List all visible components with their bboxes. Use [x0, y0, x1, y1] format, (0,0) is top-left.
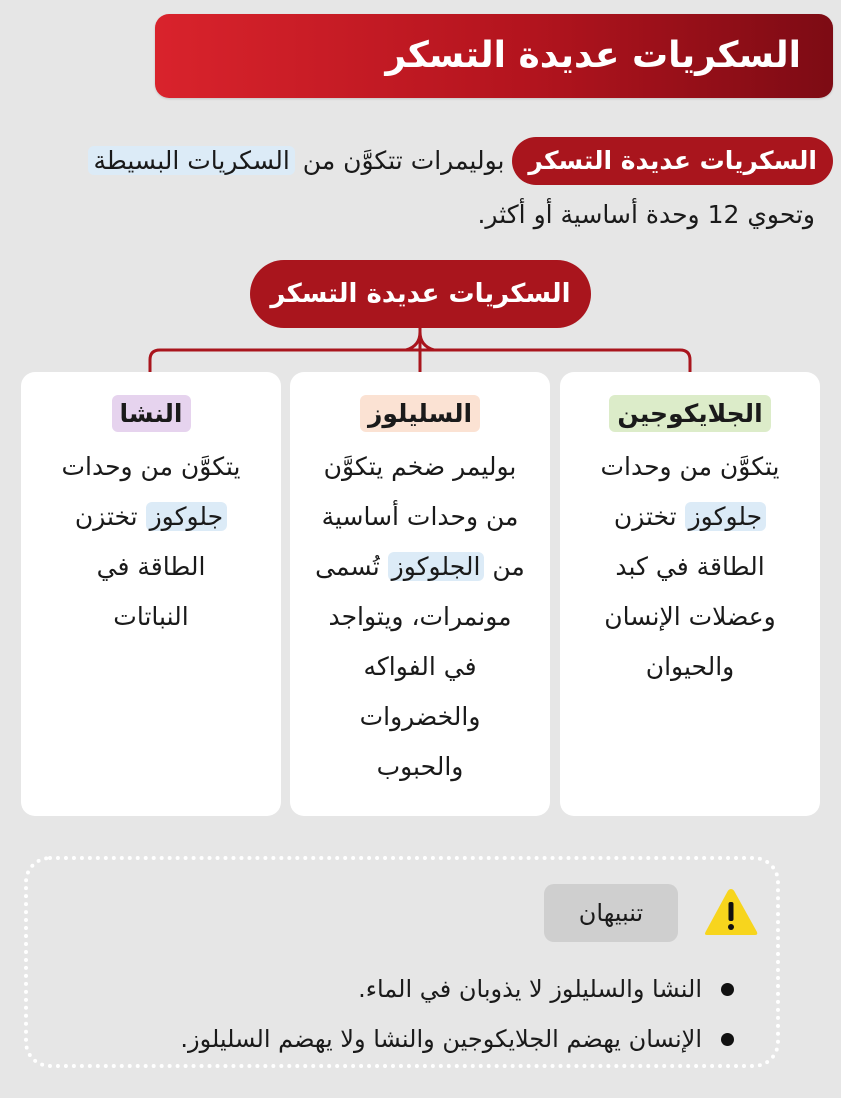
card-cellulose: السليلوز بوليمر ضخم يتكوَّن من وحدات أساسي…	[290, 372, 550, 816]
note-box: تنبيهان النشا والسليلوز لا يذوبان في الم…	[24, 856, 780, 1068]
note-item: الإنسان يهضم الجلايكوجين والنشا ولا يهضم…	[180, 1014, 746, 1064]
card-line: من وحدات أساسية	[321, 502, 519, 531]
warning-triangle-icon	[705, 889, 758, 935]
card-line: وعضلات الإنسان	[604, 602, 776, 631]
card-line: والحبوب	[376, 752, 464, 781]
card-line-text: تُسمى	[315, 552, 388, 581]
card-line: والحيوان	[645, 652, 735, 681]
card-line: في الفواكه	[363, 652, 477, 681]
diagram-connector-lines	[148, 328, 692, 372]
bullet-icon	[721, 1033, 734, 1046]
intro-line-2: وتحوي 12 وحدة أساسية أو أكثر.	[477, 200, 815, 229]
title-banner: السكريات عديدة التسكر	[155, 14, 833, 98]
glucose-highlight: جلوكوز	[145, 502, 228, 531]
card-line-text: تختزن	[74, 502, 146, 531]
glucose-highlight: جلوكوز	[684, 502, 767, 531]
intro-line-1: السكريات عديدة التسكر بوليمرات تتكوَّن م…	[88, 134, 833, 188]
card-line: يتكوَّن من وحدات	[61, 452, 241, 481]
card-line: الطاقة في كبد	[615, 552, 765, 581]
page-title: السكريات عديدة التسكر	[385, 35, 801, 76]
card-line: مونمرات، ويتواجد	[328, 602, 512, 631]
term-pill: السكريات عديدة التسكر	[512, 137, 833, 185]
card-title: النشا	[111, 395, 191, 432]
card-line: الطاقة في	[96, 552, 206, 581]
note-list: النشا والسليلوز لا يذوبان في الماء. الإن…	[180, 964, 746, 1064]
card-body: يتكوَّن من وحدات جلوكوز تختزن الطاقة في الن…	[21, 442, 281, 642]
card-line: والخضروات	[359, 702, 481, 731]
note-item: النشا والسليلوز لا يذوبان في الماء.	[180, 964, 746, 1014]
intro-text: بوليمرات تتكوَّن من	[294, 146, 513, 175]
card-line: يتكوَّن من وحدات	[600, 452, 780, 481]
card-title: الجلايكوجين	[609, 395, 771, 432]
card-line: النباتات	[113, 602, 189, 631]
card-line: جلوكوز تختزن	[31, 492, 271, 542]
card-line: من الجلوكوز تُسمى	[300, 542, 540, 592]
diagram-root-node: السكريات عديدة التسكر	[250, 260, 591, 328]
card-line-text: تختزن	[613, 502, 685, 531]
card-line-text: من	[484, 552, 525, 581]
card-starch: النشا يتكوَّن من وحدات جلوكوز تختزن الطاقة …	[21, 372, 281, 816]
bullet-icon	[721, 983, 734, 996]
card-line: جلوكوز تختزن	[570, 492, 810, 542]
note-item-text: الإنسان يهضم الجلايكوجين والنشا ولا يهضم…	[180, 1025, 702, 1053]
highlight-simple-sugars: السكريات البسيطة	[88, 146, 295, 175]
card-body: يتكوَّن من وحدات جلوكوز تختزن الطاقة في كب…	[560, 442, 820, 692]
note-label: تنبيهان	[544, 884, 678, 942]
glucose-highlight: الجلوكوز	[387, 552, 485, 581]
card-line: بوليمر ضخم يتكوَّن	[323, 452, 517, 481]
note-item-text: النشا والسليلوز لا يذوبان في الماء.	[358, 975, 702, 1003]
card-body: بوليمر ضخم يتكوَّن من وحدات أساسية من الجل…	[290, 442, 550, 792]
card-title: السليلوز	[359, 395, 481, 432]
card-glycogen: الجلايكوجين يتكوَّن من وحدات جلوكوز تختزن ا…	[560, 372, 820, 816]
